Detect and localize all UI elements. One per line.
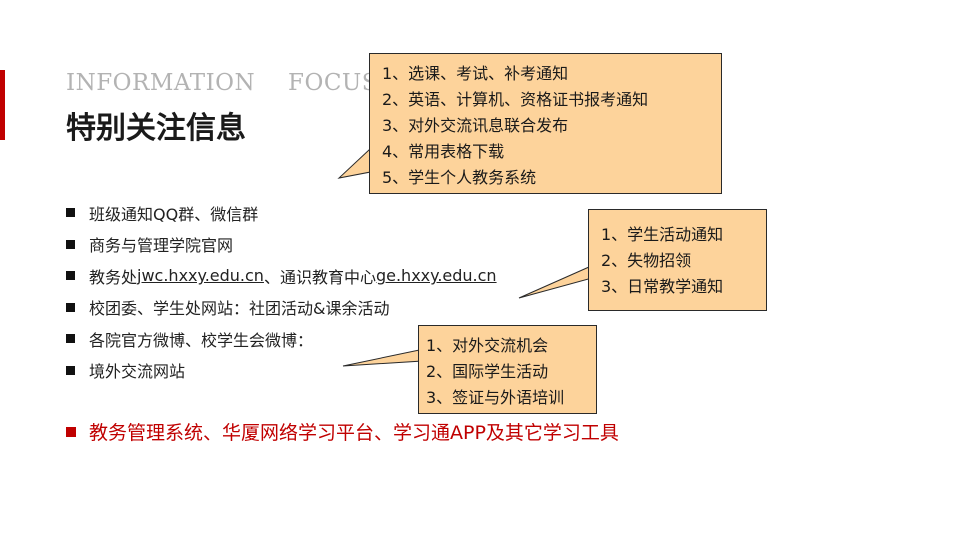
general-education-link[interactable]: ge.hxxy.edu.cn xyxy=(375,266,497,286)
accent-bar xyxy=(0,70,5,140)
callout-line: 2、国际学生活动 xyxy=(426,362,549,381)
callout-line: 1、学生活动通知 xyxy=(601,225,724,244)
bullet-text: 各院官方微博、校学生会微博： xyxy=(89,330,314,350)
square-bullet-icon xyxy=(66,426,76,437)
square-bullet-icon xyxy=(66,334,75,344)
callout-line: 2、英语、计算机、资格证书报考通知 xyxy=(382,90,649,109)
callout-exchange: 1、对外交流机会 2、国际学生活动 3、签证与外语培训 xyxy=(418,325,597,414)
square-bullet-icon xyxy=(66,208,75,218)
square-bullet-icon xyxy=(66,239,75,249)
bullet-item-weibo: 各院官方微博、校学生会微博： xyxy=(66,323,497,355)
bullet-list: 班级通知QQ群、微信群 商务与管理学院官网 教务处 jwc.hxxy.edu.c… xyxy=(66,197,497,386)
bullet-text: 教务处 xyxy=(89,267,138,287)
callout-academic-affairs: 1、选课、考试、补考通知 2、英语、计算机、资格证书报考通知 3、对外交流讯息联… xyxy=(369,53,722,194)
bullet-text: 班级通知QQ群、微信群 xyxy=(89,204,259,224)
callout-line: 3、对外交流讯息联合发布 xyxy=(382,116,569,135)
eyebrow-text-right: FOCUS xyxy=(288,70,379,96)
callout-line: 1、对外交流机会 xyxy=(426,336,549,355)
eyebrow-text-left: INFORMATION xyxy=(66,70,256,96)
callout-line: 1、选课、考试、补考通知 xyxy=(382,64,569,83)
callout-line: 4、常用表格下载 xyxy=(382,142,505,161)
bullet-text: 校团委、学生处网站：社团活动&课余活动 xyxy=(89,299,390,319)
bullet-text: 商务与管理学院官网 xyxy=(89,236,234,256)
callout-youth-league: 1、学生活动通知 2、失物招领 3、日常教学通知 xyxy=(588,209,767,311)
square-bullet-icon xyxy=(66,302,75,312)
square-bullet-icon xyxy=(66,365,75,375)
highlight-text: 教务管理系统、华厦网络学习平台、学习通APP及其它学习工具 xyxy=(89,422,619,444)
bullet-text: 境外交流网站 xyxy=(89,362,186,382)
bullet-item-college-site: 商务与管理学院官网 xyxy=(66,229,497,261)
bullet-item-exchange: 境外交流网站 xyxy=(66,355,497,387)
callout-line: 3、签证与外语培训 xyxy=(426,388,565,407)
bullet-item-academic-affairs: 教务处 jwc.hxxy.edu.cn 、通识教育中心 ge.hxxy.edu.… xyxy=(66,260,497,292)
callout-line: 5、学生个人教务系统 xyxy=(382,168,537,187)
academic-affairs-link[interactable]: jwc.hxxy.edu.cn xyxy=(137,266,264,286)
slide-title: 特别关注信息 xyxy=(66,111,246,146)
highlight-item: 教务管理系统、华厦网络学习平台、学习通APP及其它学习工具 xyxy=(66,418,619,445)
bullet-text: 、通识教育中心 xyxy=(263,267,376,287)
callout-line: 2、失物招领 xyxy=(601,251,692,270)
bullet-item-class-groups: 班级通知QQ群、微信群 xyxy=(66,197,497,229)
bullet-item-youth-league: 校团委、学生处网站：社团活动&课余活动 xyxy=(66,292,497,324)
callout-line: 3、日常教学通知 xyxy=(601,277,724,296)
square-bullet-icon xyxy=(66,271,75,281)
